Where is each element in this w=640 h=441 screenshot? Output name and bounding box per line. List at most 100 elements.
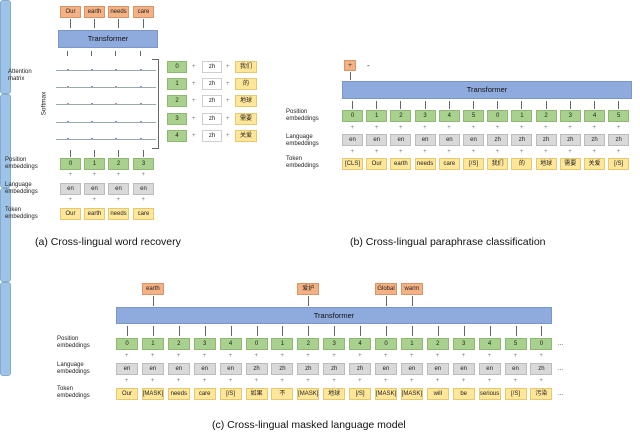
- arrow-line: [178, 326, 180, 336]
- language-embedding: en: [400, 363, 423, 375]
- plus-sign: +: [539, 353, 543, 359]
- plus-sign: +: [358, 353, 362, 359]
- language-embedding: en: [60, 183, 81, 195]
- plus-sign: +: [487, 353, 492, 359]
- arrow-line: [70, 150, 71, 157]
- arrow-line: [91, 51, 92, 56]
- position-embedding: 2: [297, 338, 320, 350]
- arrow-line: [143, 150, 144, 157]
- plus-sign: +: [92, 197, 97, 203]
- plus-sign: +: [202, 378, 207, 384]
- position-embedding: 4: [438, 110, 460, 122]
- plus-sign: +: [374, 149, 379, 155]
- plus-sign: +: [192, 64, 196, 70]
- arrow-line: [360, 326, 362, 336]
- position-embedding: 5: [504, 338, 527, 350]
- matrix-bracket: [152, 59, 159, 149]
- token-embedding: 关爱: [584, 158, 605, 170]
- plus-sign: +: [539, 378, 543, 384]
- plus-sign: +: [280, 353, 284, 359]
- arrow-line: [204, 326, 206, 336]
- plus-sign: +: [68, 197, 73, 203]
- language-embeddings-label: Language embeddings: [286, 134, 319, 147]
- side-token-embedding: 地球: [235, 95, 257, 107]
- side-position-embedding: 2: [167, 95, 187, 107]
- plus-sign: +: [116, 197, 121, 203]
- language-embedding: en: [452, 363, 475, 375]
- token-embedding: care: [438, 158, 460, 170]
- plus-sign: +: [513, 353, 518, 359]
- token-embedding: [/S]: [463, 158, 484, 170]
- language-embedding: zh: [349, 363, 372, 375]
- attention-column: [0, 0, 11, 94]
- plus-sign: +: [398, 125, 403, 131]
- side-language-embedding: zh: [202, 61, 222, 73]
- plus-sign: +: [125, 378, 129, 384]
- transformer-block: Transformer: [58, 30, 158, 48]
- token-embedding: 地球: [535, 158, 557, 170]
- position-embedding: 2: [167, 338, 190, 350]
- plus-sign: +: [226, 81, 230, 87]
- attention-matrix-label: Attention matrix: [8, 69, 32, 82]
- language-embedding: en: [342, 134, 363, 146]
- token-embedding: 如果: [245, 388, 268, 400]
- arrow-line: [448, 101, 450, 109]
- position-embedding: 4: [219, 338, 242, 350]
- language-embedding: en: [219, 363, 242, 375]
- plus-sign: +: [568, 149, 572, 155]
- arrow-line: [67, 51, 68, 56]
- arrow-line: [334, 326, 336, 336]
- output-token: earth: [84, 6, 105, 18]
- ellipsis: ...: [558, 391, 564, 397]
- language-embedding: en: [390, 134, 412, 146]
- side-token-embedding: 关爱: [235, 130, 257, 142]
- position-embedding: 1: [141, 338, 164, 350]
- attention-row-line: [56, 104, 156, 105]
- plus-sign: +: [374, 125, 379, 131]
- attention-row-line: [56, 139, 156, 140]
- position-embeddings-label: Position embeddings: [5, 157, 38, 170]
- output-negative: -: [367, 61, 370, 70]
- position-embedding: 2: [535, 110, 557, 122]
- plus-sign: +: [192, 81, 196, 87]
- plus-sign: +: [384, 353, 388, 359]
- language-embeddings-label: Language embeddings: [5, 182, 38, 195]
- token-embedding: be: [452, 388, 475, 400]
- side-position-embedding: 0: [167, 61, 187, 73]
- arrow-line: [463, 326, 465, 336]
- language-embedding: zh: [608, 134, 630, 146]
- plus-sign: +: [544, 125, 548, 131]
- plus-sign: +: [350, 125, 355, 131]
- ellipsis: ...: [558, 366, 564, 372]
- panel-a-caption: (a) Cross-lingual word recovery: [35, 236, 181, 248]
- position-embedding: 5: [608, 110, 630, 122]
- position-embedding: 4: [349, 338, 372, 350]
- plus-sign: +: [495, 149, 500, 155]
- position-embedding: 0: [375, 338, 397, 350]
- side-language-embedding: zh: [202, 95, 222, 107]
- plus-sign: +: [495, 125, 500, 131]
- output-token: needs: [108, 6, 129, 18]
- token-embedding: 污染: [530, 388, 553, 400]
- attention-column: [0, 188, 11, 282]
- plus-sign: +: [487, 378, 492, 384]
- token-embedding: [CLS]: [342, 158, 363, 170]
- side-position-embedding: 4: [167, 130, 187, 142]
- plus-sign: +: [141, 197, 146, 203]
- plus-sign: +: [358, 378, 362, 384]
- language-embedding: en: [366, 134, 388, 146]
- plus-sign: +: [228, 353, 233, 359]
- position-embedding: 1: [84, 158, 105, 170]
- transformer-block: Transformer: [342, 81, 632, 99]
- position-embedding: 3: [193, 338, 216, 350]
- arrow-line: [489, 326, 491, 336]
- plus-sign: +: [332, 378, 336, 384]
- position-embedding: 0: [487, 110, 509, 122]
- language-embedding: zh: [584, 134, 605, 146]
- arrow-line: [308, 326, 310, 336]
- plus-sign: +: [332, 353, 336, 359]
- language-embedding: en: [84, 183, 105, 195]
- arrow-line: [94, 150, 95, 157]
- plus-sign: +: [616, 149, 621, 155]
- arrow-line: [376, 101, 378, 109]
